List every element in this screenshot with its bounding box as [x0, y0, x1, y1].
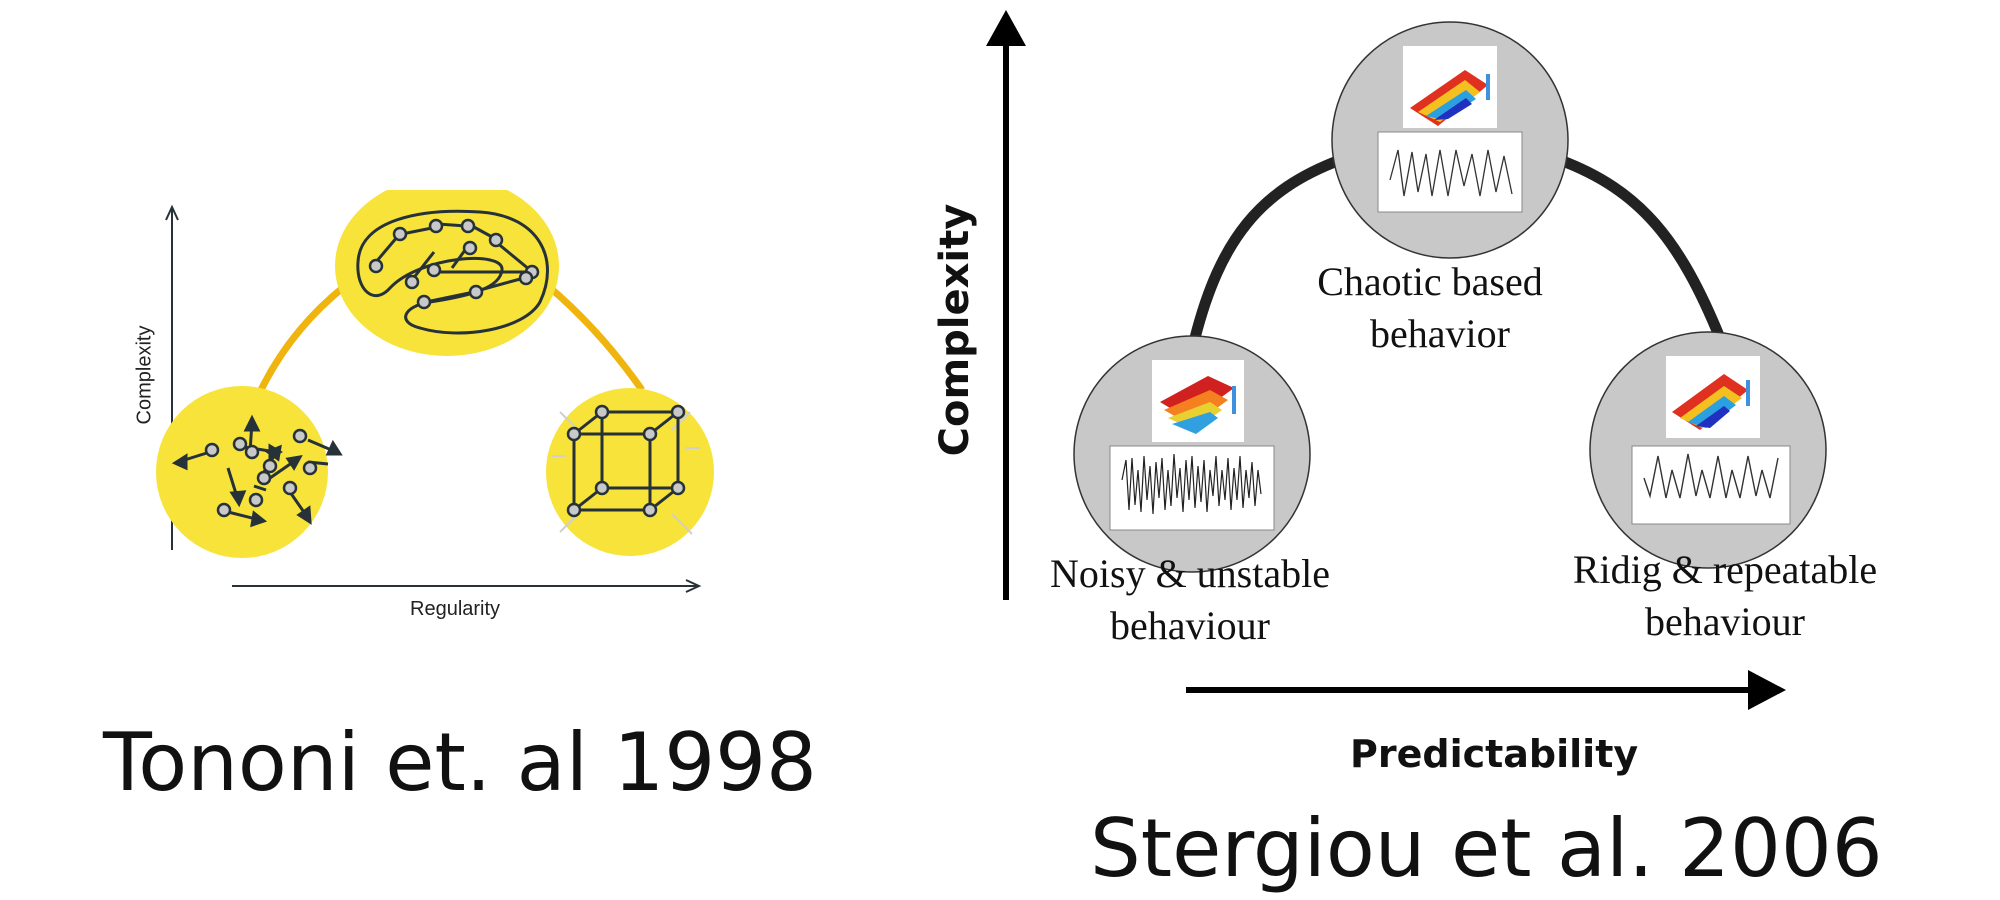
arc-right [545, 283, 645, 393]
random-network-blob [156, 386, 343, 558]
node-label-chaotic-line2: behavior [1370, 311, 1510, 356]
arc-left [1189, 154, 1342, 340]
x-axis-arrow [1748, 670, 1786, 710]
node-label-rigid-line2: behaviour [1645, 599, 1805, 644]
tononi-diagram [156, 190, 714, 593]
time-series-line [1389, 149, 1513, 197]
node-label-chaotic-line1: Chaotic based [1317, 259, 1543, 304]
time-series-thumbnail [1377, 131, 1523, 213]
y-axis-arrow [986, 10, 1026, 46]
stergiou-x-axis-label: Predictability [1350, 732, 1639, 776]
stergiou-y-axis-label: Complexity [932, 203, 978, 457]
arc-left [256, 283, 348, 394]
complex-network-blob [335, 190, 559, 356]
node-label-rigid: Ridig & repeatable behaviour [1565, 544, 1885, 648]
chaotic-node [1331, 21, 1569, 259]
node-label-noisy: Noisy & unstable behaviour [1040, 548, 1340, 652]
surface-plot-rainbow [1160, 376, 1236, 434]
node-label-noisy-line2: behaviour [1110, 603, 1270, 648]
tononi-y-axis-label: Complexity [133, 325, 156, 425]
tononi-caption: Tononi et. al 1998 [103, 716, 817, 809]
surface-plot-rainbow [1672, 374, 1750, 430]
x-axis-arrow [685, 579, 702, 593]
time-series-line [1121, 453, 1262, 515]
y-axis-arrow [165, 204, 179, 221]
node-label-rigid-line1: Ridig & repeatable [1572, 547, 1878, 592]
rigid-node [1589, 331, 1827, 569]
arc-right [1558, 154, 1726, 341]
node-label-noisy-line1: Noisy & unstable [1050, 551, 1330, 596]
noisy-node [1073, 335, 1311, 573]
regular-network-blob [546, 388, 714, 556]
stergiou-diagram [986, 10, 1827, 710]
tononi-x-axis-label: Regularity [410, 598, 501, 620]
surface-plot-rainbow [1410, 70, 1490, 126]
node-label-chaotic: Chaotic based behavior [1317, 256, 1543, 360]
stergiou-caption: Stergiou et al. 2006 [1090, 802, 1883, 895]
time-series-line [1643, 453, 1779, 499]
